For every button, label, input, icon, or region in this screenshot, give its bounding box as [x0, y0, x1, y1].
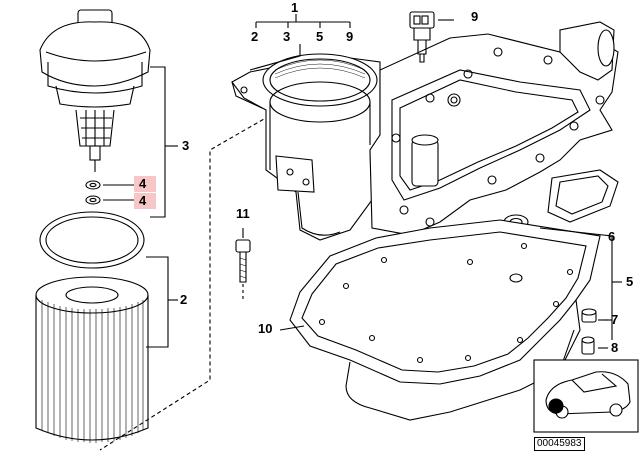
large-gasket-ring [39, 211, 145, 269]
callout-4a: 4 [139, 176, 147, 191]
callout-bracket-3 [103, 66, 178, 218]
cooler-gasket [547, 169, 619, 223]
filter-element [35, 276, 149, 443]
oil-filter-housing [231, 53, 381, 241]
highlight-box-a [134, 176, 156, 192]
o-ring-small [85, 180, 101, 205]
small-bolt-8 [581, 336, 608, 355]
callout-10: 10 [258, 321, 273, 336]
callout-7: 7 [611, 312, 619, 327]
drawing-number: 00045983 [534, 437, 585, 451]
callout-11: 11 [236, 206, 250, 221]
callout-6: 6 [608, 229, 616, 244]
vehicle-locator-inset [533, 359, 639, 433]
filter-housing-cap [39, 9, 151, 172]
callout-2: 2 [180, 292, 188, 307]
callout-bracket-5 [539, 227, 622, 340]
callout-1-sub-5: 5 [316, 29, 324, 44]
callout-4b: 4 [139, 193, 147, 208]
oil-pressure-sensor [409, 11, 454, 63]
callout-8: 8 [611, 340, 619, 355]
callout-1-sub-2: 2 [251, 29, 259, 44]
callout-9: 9 [471, 9, 479, 24]
callout-1-sub-3: 3 [283, 29, 291, 44]
oil-cooler-gasket [289, 219, 601, 385]
location-dot [548, 398, 564, 414]
dashed-leader [99, 87, 319, 451]
callout-3: 3 [182, 138, 190, 153]
callout-1: 1 [291, 0, 299, 15]
leader-10 [279, 325, 305, 331]
callout-1-sub-9: 9 [346, 29, 354, 44]
oil-cooler-housing [369, 21, 619, 236]
highlight-box-b [134, 193, 156, 209]
bolt [235, 228, 251, 300]
callout-5: 5 [626, 274, 634, 289]
callout-bracket-1 [249, 14, 351, 71]
callout-bracket-2 [146, 256, 178, 348]
